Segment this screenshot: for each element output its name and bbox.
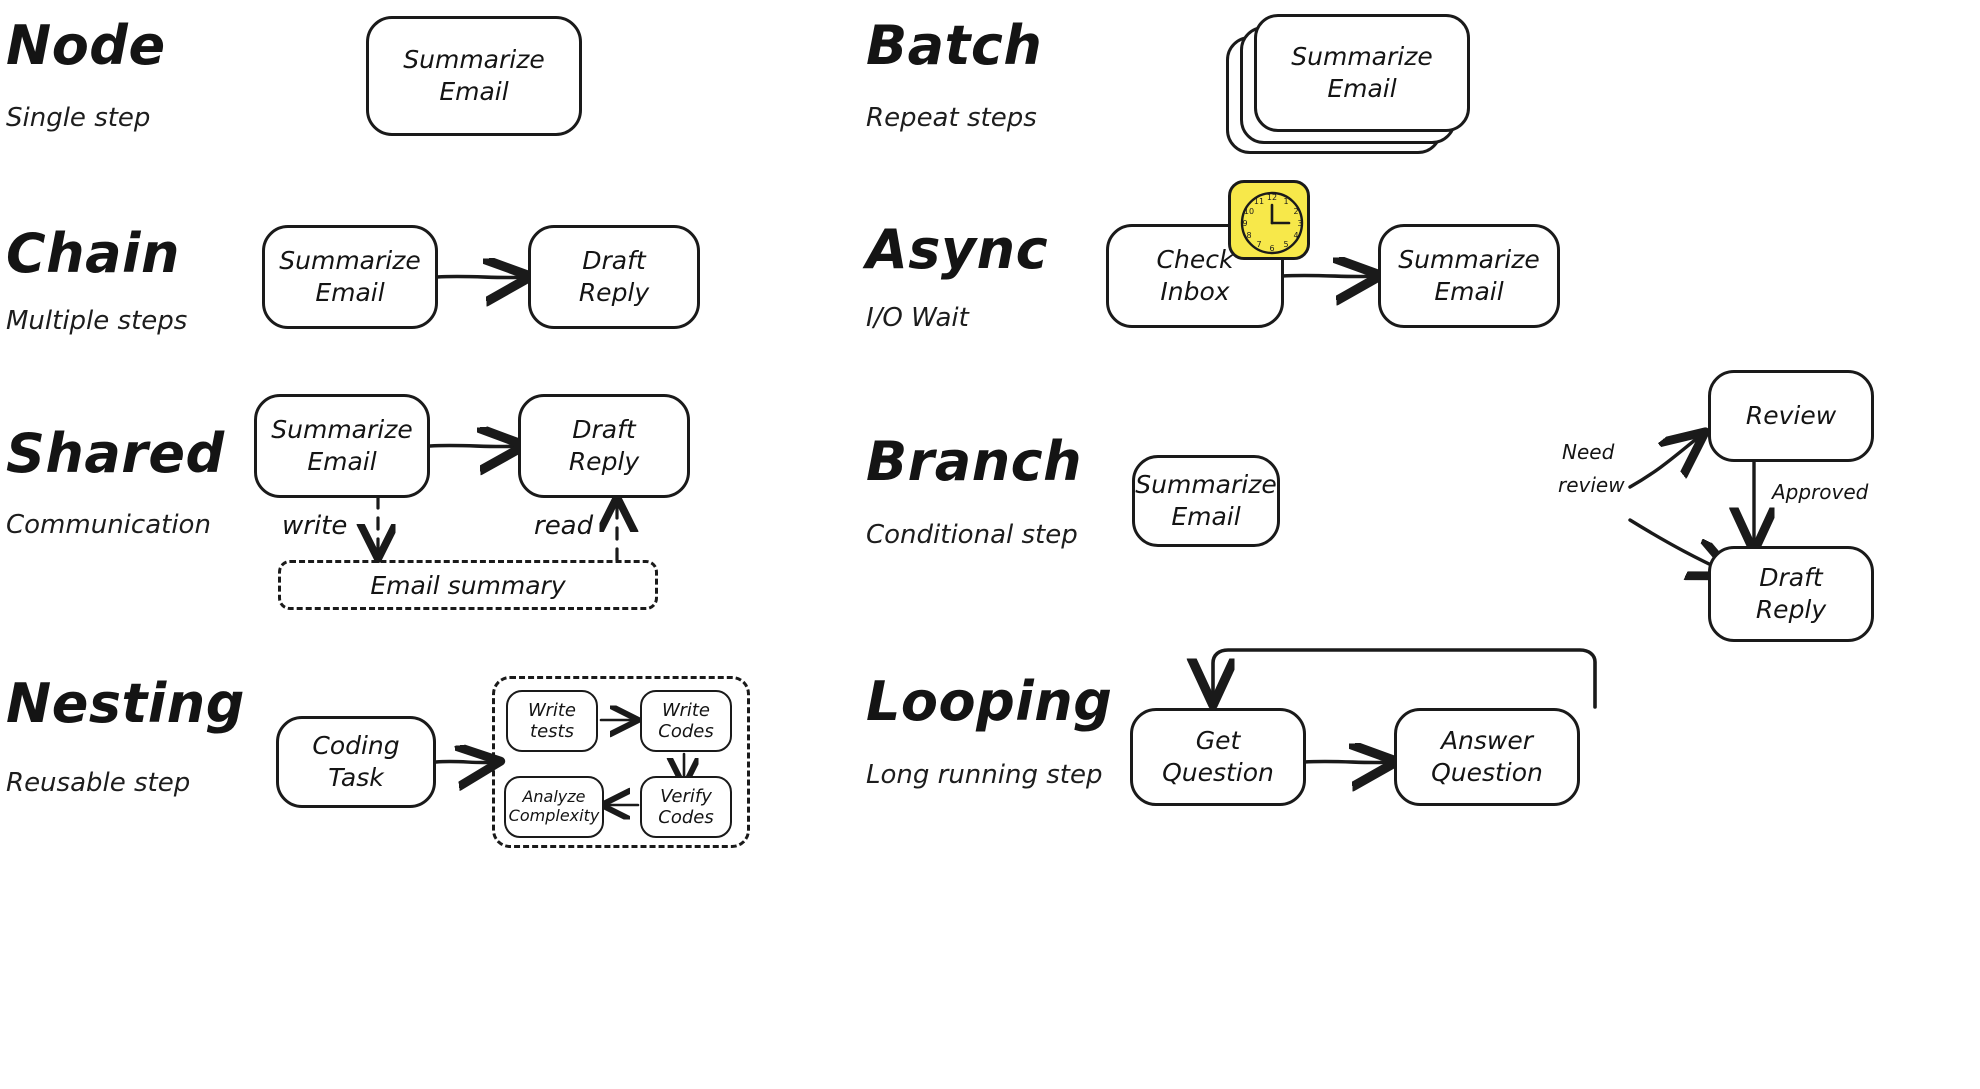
nesting-subnode-write-codes[interactable]: Write Codes: [640, 690, 732, 752]
async-box2-line1: Summarize: [1398, 245, 1540, 274]
nesting-sub2-line1: Write: [661, 699, 710, 721]
panel-looping-title: Looping: [866, 670, 1113, 733]
branch-node-summarize-email[interactable]: Summarize Email: [1132, 455, 1280, 547]
panel-nesting-title: Nesting: [6, 672, 245, 735]
chain-box2-line2: Reply: [578, 278, 650, 307]
svg-text:11: 11: [1254, 197, 1264, 206]
branch-label-need: Need: [1562, 440, 1615, 464]
node-summarize-email[interactable]: Summarize Email: [366, 16, 582, 136]
nesting-subnode-verify-codes[interactable]: Verify Codes: [640, 776, 732, 838]
branch-label-approved: Approved: [1772, 480, 1869, 504]
shared-node-summarize-email[interactable]: Summarize Email: [254, 394, 430, 498]
looping-back-arrow: [1213, 648, 1597, 707]
looping-box2-line2: Question: [1431, 758, 1543, 787]
shared-store-email-summary[interactable]: Email summary: [278, 560, 658, 610]
branch-label-review: review: [1558, 473, 1625, 497]
looping-box1-line1: Get: [1195, 726, 1241, 755]
nesting-sub3-line1: Verify: [660, 785, 712, 807]
shared-arrow: [428, 445, 518, 446]
async-node-summarize-email[interactable]: Summarize Email: [1378, 224, 1560, 328]
nesting-sub1-line2: tests: [530, 721, 574, 742]
nesting-sub3-line2: Codes: [658, 807, 714, 828]
shared-box2-line2: Reply: [568, 447, 640, 476]
chain-box1-line1: Summarize: [279, 246, 421, 275]
nesting-subnode-write-tests[interactable]: Write tests: [506, 690, 598, 752]
async-box2-line2: Email: [1434, 277, 1504, 306]
svg-text:3: 3: [1297, 219, 1302, 228]
panel-branch-title: Branch: [866, 430, 1083, 493]
panel-branch-subtitle: Conditional step: [866, 520, 1078, 550]
chain-node-draft-reply[interactable]: Draft Reply: [528, 225, 700, 329]
branch-box2-line1: Review: [1745, 401, 1837, 430]
svg-text:10: 10: [1244, 207, 1254, 216]
svg-text:6: 6: [1269, 244, 1274, 253]
panel-chain-subtitle: Multiple steps: [6, 306, 188, 336]
branch-box3-line1: Draft: [1759, 563, 1823, 592]
panel-node-title: Node: [6, 14, 166, 77]
looping-box1-line2: Question: [1162, 758, 1274, 787]
branch-box3-line2: Reply: [1755, 595, 1827, 624]
svg-text:8: 8: [1246, 231, 1251, 240]
branch-box1-line2: Email: [1171, 502, 1241, 531]
panel-node-subtitle: Single step: [6, 103, 151, 133]
looping-box2-line1: Answer: [1440, 726, 1534, 755]
branch-node-review[interactable]: Review: [1708, 370, 1874, 462]
node-label-line1: Summarize: [403, 45, 545, 74]
branch-box1-line1: Summarize: [1135, 470, 1277, 499]
svg-text:4: 4: [1293, 231, 1298, 240]
nesting-entry-arrow: [434, 761, 494, 762]
svg-text:9: 9: [1242, 219, 1247, 228]
svg-text:1: 1: [1283, 197, 1288, 206]
looping-forward-arrow: [1302, 761, 1390, 762]
node-label-line2: Email: [439, 77, 509, 106]
shared-box1-line2: Email: [307, 447, 377, 476]
shared-box2-line1: Draft: [572, 415, 636, 444]
nesting-box1-line1: Coding: [312, 731, 400, 760]
svg-text:12: 12: [1267, 193, 1277, 202]
async-arrow: [1280, 275, 1374, 276]
looping-node-get-question[interactable]: Get Question: [1130, 708, 1306, 806]
chain-arrow: [435, 276, 524, 277]
panel-async-title: Async: [866, 218, 1049, 281]
panel-async-subtitle: I/O Wait: [866, 303, 969, 333]
nesting-box1-line2: Task: [328, 763, 384, 792]
nesting-node-coding-task[interactable]: Coding Task: [276, 716, 436, 808]
nesting-subnode-analyze-complexity[interactable]: Analyze Complexity: [504, 776, 604, 838]
panel-shared-title: Shared: [6, 422, 225, 485]
panel-batch-title: Batch: [866, 14, 1043, 77]
nesting-sub4-line2: Complexity: [508, 806, 600, 825]
shared-node-draft-reply[interactable]: Draft Reply: [518, 394, 690, 498]
shared-write-label: write: [282, 511, 348, 541]
shared-box1-line1: Summarize: [271, 415, 413, 444]
panel-nesting-subtitle: Reusable step: [6, 768, 191, 798]
looping-node-answer-question[interactable]: Answer Question: [1394, 708, 1580, 806]
panel-looping-subtitle: Long running step: [866, 760, 1103, 790]
chain-box1-line2: Email: [315, 278, 385, 307]
chain-box2-line1: Draft: [582, 246, 646, 275]
batch-label-line2: Email: [1327, 74, 1397, 103]
panel-batch-subtitle: Repeat steps: [866, 103, 1037, 133]
svg-text:5: 5: [1283, 240, 1288, 249]
batch-node-summarize-email[interactable]: Summarize Email: [1254, 14, 1470, 132]
panel-chain-title: Chain: [6, 222, 180, 285]
svg-text:7: 7: [1256, 240, 1261, 249]
nesting-sub2-line2: Codes: [658, 721, 714, 742]
panel-shared-subtitle: Communication: [6, 510, 211, 540]
nesting-subflow-container: [492, 676, 750, 848]
shared-read-label: read: [534, 511, 594, 541]
branch-need-review-arrow: [1628, 436, 1700, 489]
async-box1-line2: Inbox: [1160, 277, 1230, 306]
nesting-sub1-line1: Write: [527, 699, 576, 721]
batch-label-line1: Summarize: [1291, 42, 1433, 71]
async-box1-line1: Check: [1156, 245, 1234, 274]
branch-node-draft-reply[interactable]: Draft Reply: [1708, 546, 1874, 642]
nesting-sub4-line1: Analyze: [522, 787, 586, 807]
svg-text:2: 2: [1293, 207, 1298, 216]
shared-store-label: Email summary: [370, 570, 566, 600]
chain-node-summarize-email[interactable]: Summarize Email: [262, 225, 438, 329]
